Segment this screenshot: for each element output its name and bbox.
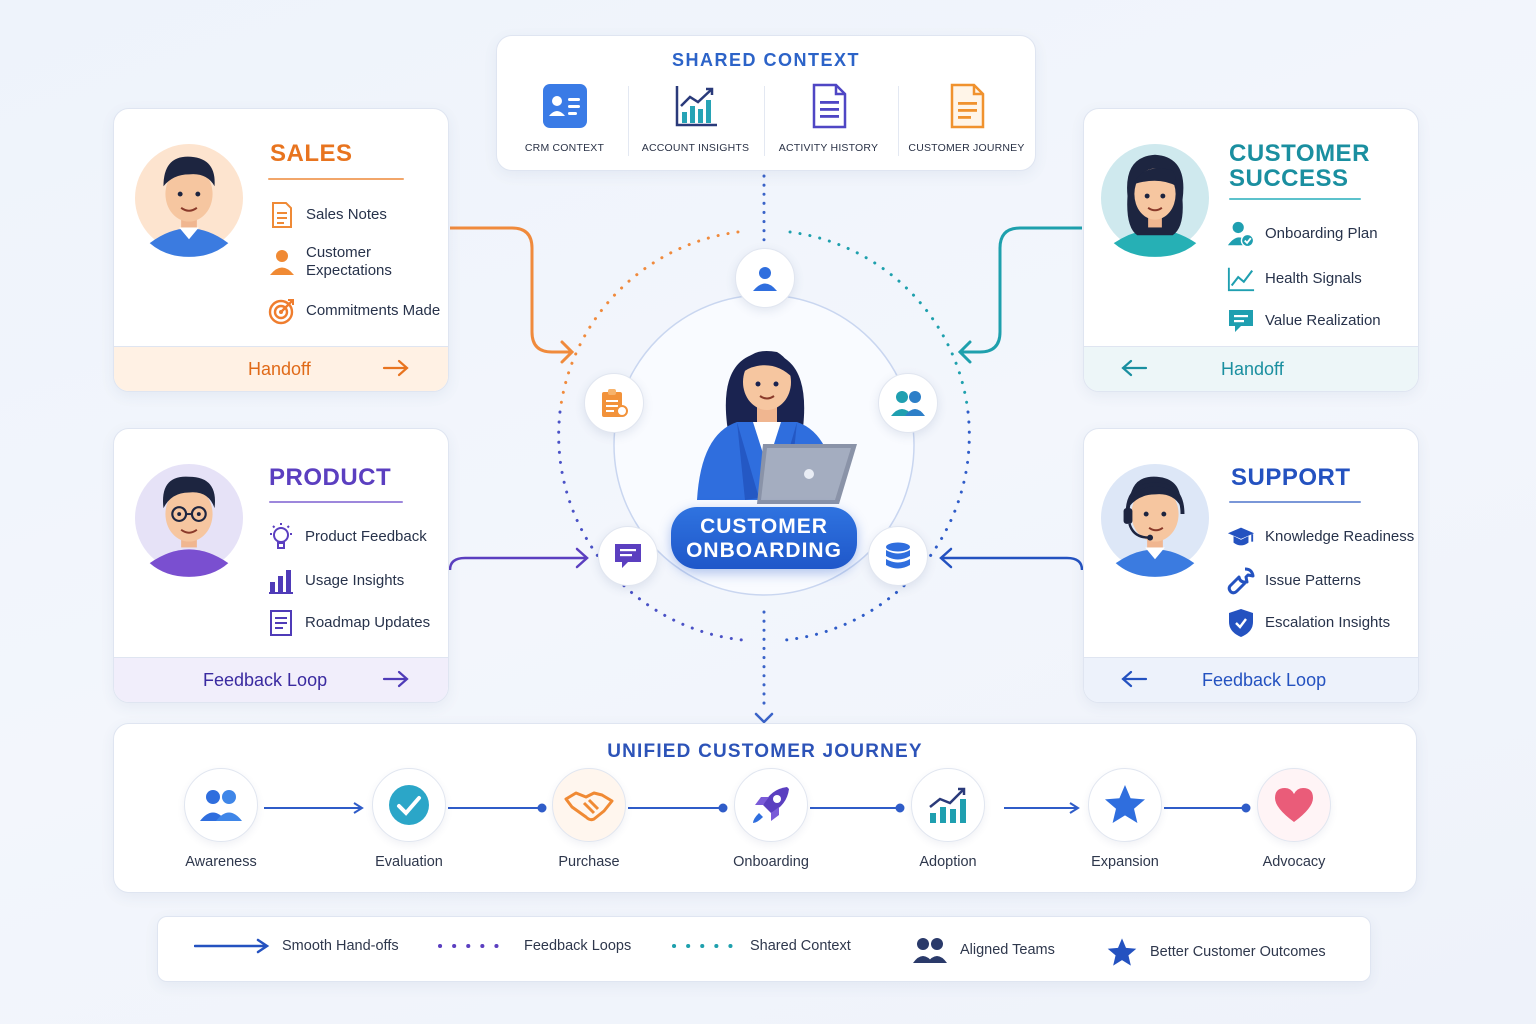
commitments-made-item: Commitments Made (268, 297, 440, 325)
legend-aligned-teams: Aligned Teams (912, 937, 1055, 963)
checkmark-icon (389, 785, 429, 825)
bar-chart-icon (269, 570, 293, 594)
stage-adoption[interactable]: Adoption (878, 768, 1018, 870)
wrench-icon (1227, 567, 1255, 595)
document-icon (812, 83, 846, 129)
team-icon (913, 938, 947, 963)
graduation-cap-icon (1227, 527, 1255, 546)
notes-icon (272, 202, 292, 228)
stage-onboarding[interactable]: Onboarding (701, 768, 841, 870)
journey-document-icon (950, 83, 984, 129)
solid-arrow-icon (194, 938, 270, 954)
product-feedback-footer[interactable]: Feedback Loop (114, 657, 448, 702)
arrow-left-icon (1121, 670, 1148, 688)
ctx-item-customer-journey[interactable]: CUSTOMER JOURNEY (899, 82, 1034, 162)
lightbulb-icon (270, 523, 292, 549)
bar-chart-icon (675, 86, 717, 127)
knowledge-readiness-item: Knowledge Readiness (1227, 523, 1414, 551)
journey-title: UNIFIED CUSTOMER JOURNEY (607, 741, 923, 762)
legend-better-outcomes: Better Customer Outcomes (1106, 937, 1326, 967)
support-title: SUPPORT (1231, 464, 1351, 491)
ctx-label: CRM CONTEXT (524, 142, 605, 154)
health-signals-item: Health Signals (1227, 265, 1362, 293)
customer-success-handoff-footer[interactable]: Handoff (1084, 346, 1418, 391)
star-icon (1105, 785, 1145, 823)
line-chart-icon (1227, 267, 1255, 292)
shield-check-icon (1229, 609, 1253, 637)
person-icon (270, 250, 294, 275)
product-avatar (134, 463, 244, 577)
stage-expansion[interactable]: Expansion (1055, 768, 1195, 870)
legend-smooth-handoffs: Smooth Hand-offs (194, 937, 399, 955)
arrow-right-icon (382, 359, 409, 377)
ctx-item-account-insights[interactable]: ACCOUNT INSIGHTS (628, 82, 763, 162)
star-icon (1107, 938, 1137, 966)
user-check-icon (1227, 221, 1255, 248)
ctx-label: CUSTOMER JOURNEY (908, 142, 1025, 154)
heart-icon (1275, 788, 1313, 822)
arrow-left-icon (1121, 359, 1148, 377)
chat-icon (1229, 310, 1253, 332)
dotted-line-icon (438, 944, 512, 948)
value-realization-item: Value Realization (1227, 307, 1381, 335)
stage-purchase[interactable]: Purchase (519, 768, 659, 870)
issue-patterns-item: Issue Patterns (1227, 567, 1361, 595)
legend-shared-context: Shared Context (670, 937, 851, 955)
document-icon (270, 610, 292, 636)
sales-notes-item: Sales Notes (268, 201, 387, 229)
shared-context-title: SHARED CONTEXT (671, 50, 860, 70)
product-title: PRODUCT (269, 464, 392, 491)
ctx-item-activity-history[interactable]: ACTIVITY HISTORY (761, 82, 896, 162)
support-avatar (1100, 463, 1210, 577)
sales-handoff-footer[interactable]: Handoff (114, 346, 448, 391)
usage-insights-item: Usage Insights (267, 567, 404, 595)
roadmap-updates-item: Roadmap Updates (267, 609, 430, 637)
team-icon (200, 790, 242, 821)
support-feedback-footer[interactable]: Feedback Loop (1084, 657, 1418, 702)
legend-feedback-loops: Feedback Loops (436, 937, 631, 955)
ctx-label: ACCOUNT INSIGHTS (641, 142, 750, 154)
dotted-line-icon (672, 944, 734, 948)
stage-awareness[interactable]: Awareness (151, 768, 291, 870)
sales-title: SALES (270, 140, 353, 167)
growth-chart-icon (929, 787, 966, 823)
journey-connectors (264, 802, 1251, 814)
unified-journey-card: UNIFIED CUSTOMER JOURNEY Awareness Evalu… (113, 723, 1417, 893)
sales-avatar (134, 143, 244, 257)
product-card: PRODUCT Product Feedback Usage Insights … (113, 428, 449, 703)
ctx-item-crm[interactable]: CRM CONTEXT (497, 82, 632, 162)
contact-card-icon (542, 84, 587, 128)
arrow-right-icon (382, 670, 409, 688)
escalation-insights-item: Escalation Insights (1227, 609, 1390, 637)
target-icon (268, 299, 294, 325)
shared-context-card: SHARED CONTEXT CRM CONTEXT ACCOUNT INSIG… (496, 35, 1036, 171)
customer-success-avatar (1100, 143, 1210, 257)
legend-card: Smooth Hand-offs Feedback Loops Shared C… (157, 916, 1371, 982)
product-feedback-item: Product Feedback (267, 523, 427, 551)
stage-advocacy[interactable]: Advocacy (1224, 768, 1364, 870)
onboarding-plan-item: Onboarding Plan (1227, 220, 1378, 248)
rocket-icon (753, 787, 789, 823)
stage-evaluation[interactable]: Evaluation (339, 768, 479, 870)
ctx-label: ACTIVITY HISTORY (778, 142, 879, 154)
handshake-icon (564, 791, 614, 822)
support-card: SUPPORT Knowledge Readiness Issue Patter… (1083, 428, 1419, 703)
